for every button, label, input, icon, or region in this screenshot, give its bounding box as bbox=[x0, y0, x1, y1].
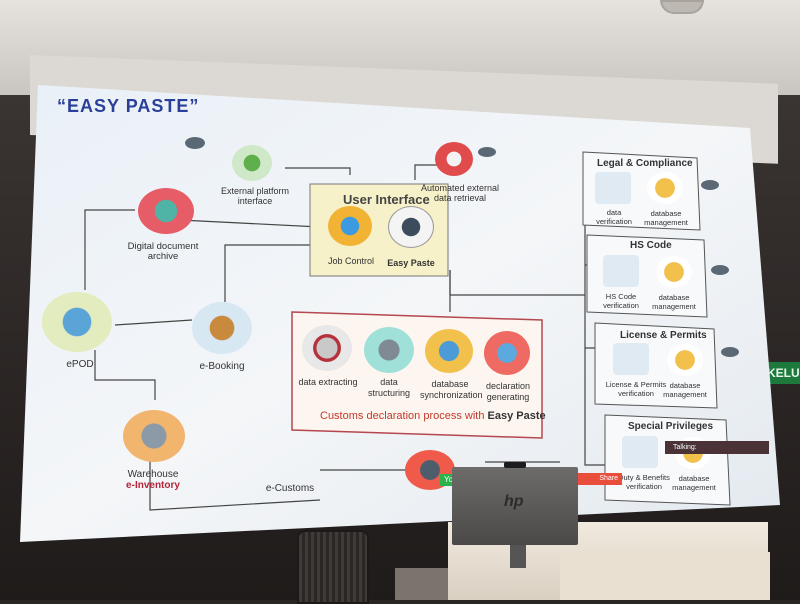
duty-verification-icon bbox=[622, 436, 658, 468]
job-control-icon bbox=[328, 206, 372, 246]
digital-archive-label: Digital document archive bbox=[127, 241, 199, 262]
legal-left-label-2: verification bbox=[596, 217, 632, 226]
database-icon bbox=[667, 344, 703, 376]
epod-icon bbox=[42, 292, 112, 352]
slide-title: “EASY PASTE” bbox=[57, 96, 200, 116]
hs-panel-title: HS Code bbox=[630, 240, 672, 251]
license-panel-title: License & Permits bbox=[620, 330, 707, 341]
database-icon bbox=[647, 172, 683, 204]
database-sync-label-1: database bbox=[431, 379, 469, 389]
user-interface-title: User Interface bbox=[343, 192, 430, 207]
einventory-label: e-Inventory bbox=[126, 480, 180, 491]
exit-sign: KELUA bbox=[765, 362, 800, 384]
webcam bbox=[504, 462, 526, 468]
declaration-label-2: generating bbox=[486, 392, 530, 402]
ceiling-light bbox=[660, 0, 704, 14]
license-left-label-2: verification bbox=[618, 389, 654, 398]
process-caption-bold: Easy Paste bbox=[487, 410, 546, 422]
truck-icon bbox=[192, 302, 252, 354]
easy-paste-label: Easy Paste bbox=[387, 258, 435, 268]
license-right-label-2: management bbox=[663, 390, 707, 399]
ecustoms-label: e-Customs bbox=[265, 483, 315, 494]
easy-paste-icon bbox=[388, 206, 434, 248]
hp-logo: hp bbox=[504, 493, 524, 510]
declaration-label-1: declaration bbox=[485, 381, 531, 391]
process-caption-prefix: Customs declaration process with bbox=[320, 410, 488, 422]
job-control-label: Job Control bbox=[327, 256, 375, 266]
monitor: hp bbox=[452, 467, 578, 545]
hs-right-label-1: database bbox=[658, 293, 690, 302]
special-left-label-1: Duty & Benefits bbox=[618, 473, 670, 482]
warehouse-label: Warehouse bbox=[127, 469, 179, 480]
hs-left-label-1: HS Code bbox=[605, 292, 637, 301]
external-platform-label: External platform interface bbox=[220, 186, 290, 206]
data-structuring-label-1: data bbox=[380, 377, 398, 387]
data-extracting-label: data extracting bbox=[298, 377, 358, 387]
legal-right-label-2: management bbox=[644, 218, 688, 227]
special-right-label-1: database bbox=[678, 474, 710, 483]
cloud-icons bbox=[185, 137, 739, 357]
automated-retrieval-label: Automated external data retrieval bbox=[420, 183, 500, 203]
legal-left-label-1: data bbox=[606, 208, 622, 217]
license-verification-icon bbox=[613, 343, 649, 375]
ebooking-label: e-Booking bbox=[199, 361, 245, 372]
chair bbox=[297, 530, 369, 604]
email-icon bbox=[435, 142, 473, 176]
license-left-label-1: License & Permits bbox=[605, 380, 667, 389]
special-left-label-2: verification bbox=[626, 482, 662, 491]
gears-icon bbox=[232, 145, 272, 181]
warehouse-icon bbox=[123, 410, 185, 462]
data-structuring-label-2: structuring bbox=[367, 388, 411, 398]
process-caption: Customs declaration process with Easy Pa… bbox=[320, 410, 546, 422]
ocr-icon bbox=[302, 325, 352, 371]
monitor-stand bbox=[510, 540, 526, 568]
hs-left-label-2: verification bbox=[603, 301, 639, 310]
special-right-label-2: management bbox=[672, 483, 716, 492]
epod-label: ePOD bbox=[66, 359, 94, 370]
declaration-icon bbox=[484, 331, 530, 375]
database-icon bbox=[656, 256, 692, 288]
projected-slide: “EASY PASTE” External platform interface… bbox=[20, 80, 798, 550]
podium-front bbox=[560, 552, 770, 600]
hs-verification-icon bbox=[603, 255, 639, 287]
special-panel-title: Special Privileges bbox=[628, 421, 714, 432]
archive-icon bbox=[138, 188, 194, 234]
talking-tooltip: Talking: bbox=[665, 441, 769, 454]
funnel-icon bbox=[364, 327, 414, 373]
database-sync-label-2: synchronization bbox=[420, 390, 483, 400]
legal-panel-title: Legal & Compliance bbox=[597, 158, 693, 169]
legal-right-label-1: database bbox=[650, 209, 682, 218]
database-sync-icon bbox=[425, 329, 473, 373]
customs-process-box bbox=[291, 311, 543, 439]
hs-right-label-2: management bbox=[652, 302, 696, 311]
data-verification-icon bbox=[595, 172, 631, 204]
license-right-label-1: database bbox=[669, 381, 701, 390]
